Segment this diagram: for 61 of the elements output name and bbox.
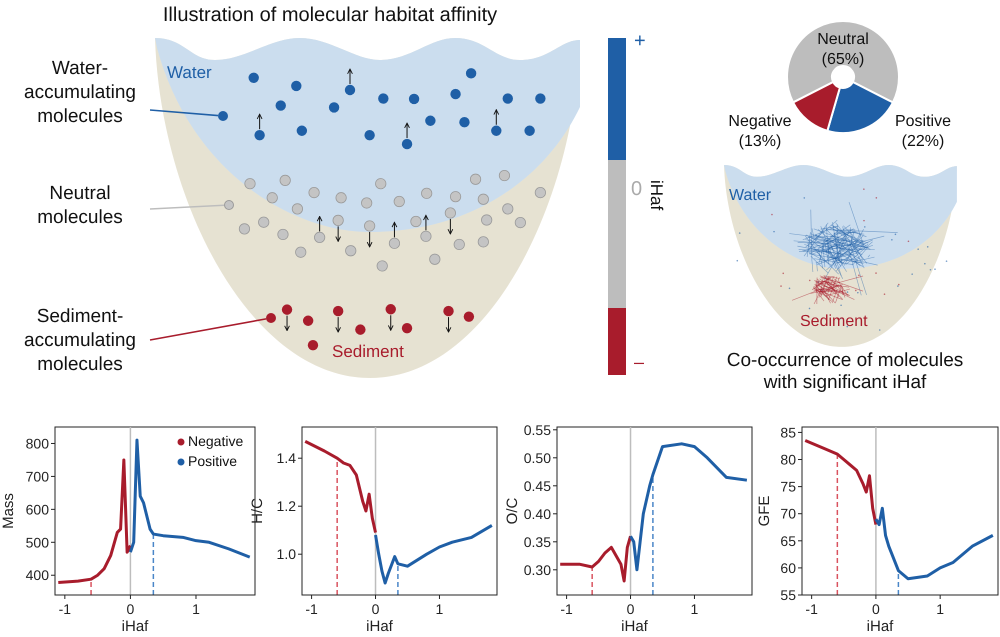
axis-tick-label: 0.45 (524, 478, 551, 494)
axis-tick-label: 600 (26, 501, 49, 518)
panel-caption: Co-occurrence of molecules with significant iHaf (726, 350, 964, 394)
scale-label: 0 (631, 178, 642, 201)
axis-tick-label: 1 (690, 601, 698, 617)
axis-tick-label: 0.30 (524, 562, 551, 578)
scale-label: + (634, 30, 646, 53)
slice-label: Neutral (65%) (816, 30, 870, 70)
axis-tick-label: -1 (58, 601, 72, 617)
axis-title: iHaf (366, 618, 393, 635)
legend-label: Positive (188, 453, 238, 469)
axis-tick-label: -1 (805, 601, 818, 617)
axis-title: Mass (0, 493, 17, 529)
molecule-group-label: Water- accumulating molecules (10, 57, 150, 131)
molecule-group-label: Neutral molecules (10, 182, 150, 232)
axis-tick-label: 60 (780, 560, 796, 576)
axis-tick-label: 0 (872, 601, 880, 617)
axis-tick-label: 700 (26, 468, 49, 484)
axis-tick-label: 55 (780, 587, 796, 603)
axis-tick-label: 70 (780, 506, 796, 522)
axis-tick-label: 1.0 (276, 546, 296, 562)
legend-label: Negative (188, 433, 244, 449)
axis-tick-label: 75 (780, 478, 796, 495)
diagram-title: Illustration of molecular habitat affinity (162, 4, 498, 27)
axis-tick-label: 0.55 (524, 422, 551, 438)
leader-line (150, 109, 218, 116)
axis-title: O/C (504, 498, 521, 524)
molecule-group-label: Sediment- accumulating molecules (10, 305, 150, 379)
slice-label: Positive (22%) (894, 112, 952, 152)
axis-tick-label: 0.50 (524, 450, 551, 466)
region-label: Water (167, 63, 212, 83)
region-label: Sediment (800, 313, 868, 332)
axis-title: iHaf (122, 618, 148, 635)
axis-tick-label: 0 (372, 601, 380, 617)
axis-tick-label: 80 (780, 452, 796, 468)
axis-tick-label: 0.40 (524, 506, 551, 522)
region-label: Water (729, 187, 772, 206)
axis-tick-label: 85 (780, 424, 796, 440)
axis-title: iHaf (621, 618, 648, 635)
axis-title: GFE (756, 496, 773, 526)
axis-tick-label: 1 (192, 601, 200, 617)
axis-tick-label: 65 (780, 532, 796, 549)
axis-tick-label: 1 (436, 601, 444, 617)
axis-tick-label: -1 (305, 601, 318, 617)
scale-label: – (634, 352, 644, 373)
axis-tick-label: 500 (26, 534, 49, 550)
axis-tick-label: 0 (126, 601, 134, 617)
axis-title: iHaf (646, 180, 666, 210)
leader-line (150, 204, 224, 210)
leader-line (150, 318, 266, 341)
slice-label: Negative (13%) (727, 112, 793, 152)
axis-tick-label: 1.2 (276, 498, 296, 514)
axis-tick-label: 1 (936, 601, 944, 617)
axis-tick-label: 400 (26, 567, 49, 584)
axis-tick-label: 0.35 (524, 534, 551, 550)
region-label: Sediment (332, 342, 404, 362)
axis-tick-label: 800 (26, 435, 49, 452)
axis-title: iHaf (866, 618, 894, 635)
axis-tick-label: 1.4 (276, 450, 296, 466)
axis-tick-label: -1 (560, 601, 573, 617)
axis-tick-label: 0 (626, 601, 634, 617)
